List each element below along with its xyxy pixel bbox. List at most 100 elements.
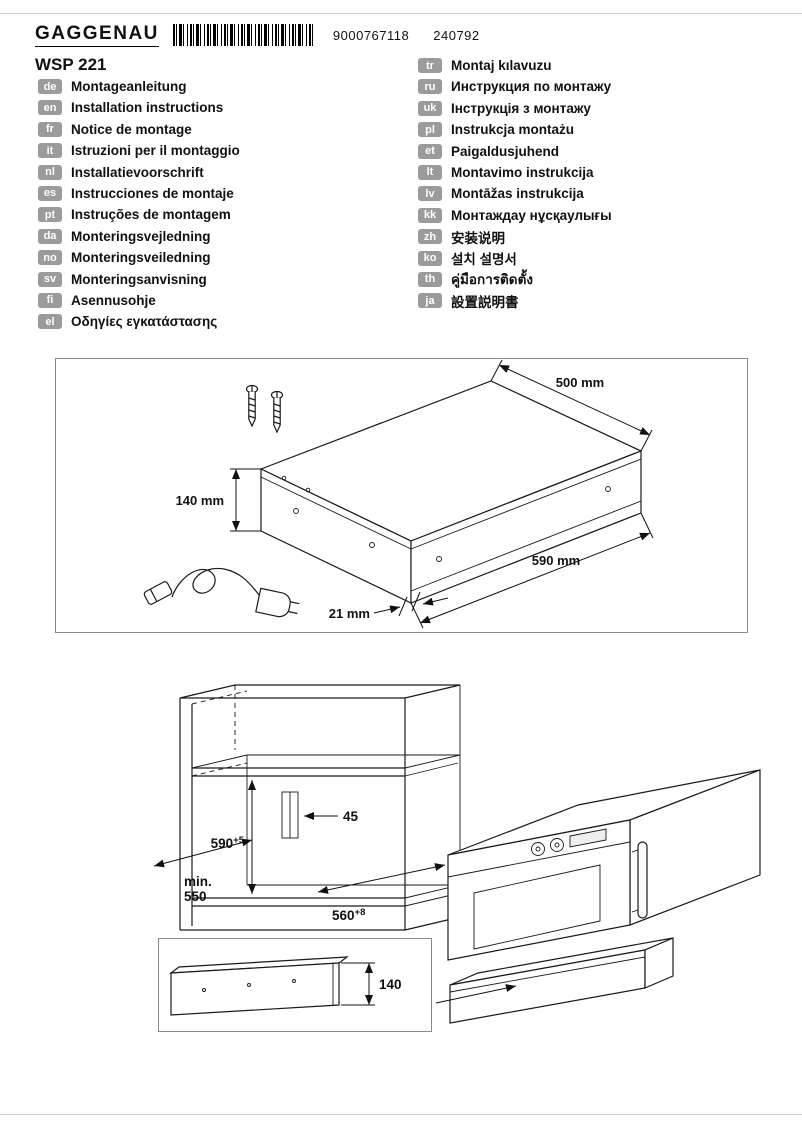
language-label: Instrukcja montażu [451,122,575,138]
language-code-badge: et [418,143,442,159]
language-code-badge: uk [418,100,442,116]
dim-unit-height-label: 140 [379,977,402,992]
language-code-badge: kk [418,207,442,223]
model-number: WSP 221 [35,55,107,74]
language-label: Instrucciones de montaje [71,185,234,201]
language-label: Paigaldusjuhend [451,143,560,159]
language-row: da Monteringsvejledning [38,228,240,244]
language-label: Installation instructions [71,100,224,116]
language-label: Monteringsvejledning [71,228,211,244]
language-row: nl Installatievoorschrift [38,164,240,180]
brand-logo: GAGGENAU [35,24,159,47]
language-row: it Istruzioni per il montaggio [38,143,240,159]
language-code-badge: nl [38,164,62,180]
language-code-badge: da [38,228,62,244]
language-code-badge: el [38,314,62,330]
language-label: Инструкция по монтажу [451,79,612,95]
inset-drawing: 140 [169,956,402,1016]
language-row: et Paigaldusjuhend [418,143,612,159]
barcode-icon [172,24,315,46]
language-row: pl Instrukcja montażu [418,122,612,138]
figure2-dimensions: 590+5 min. 550 45 560+8 [153,780,446,923]
language-label: 설치 설명서 [451,252,517,268]
language-code-badge: pt [38,207,62,223]
language-code-badge: it [38,143,62,159]
language-row: ko 설치 설명서 [418,250,612,268]
language-row: fr Notice de montage [38,121,240,137]
language-code-badge: sv [38,271,62,287]
language-code-badge: fi [38,292,62,308]
language-label: Montageanleitung [71,79,187,94]
screw-icon [270,390,284,434]
language-code-badge: tr [418,58,442,73]
figure1-frame: 500 mm 140 mm 590 mm 21 mm [55,358,748,633]
dim-width-label: 590 mm [532,553,580,568]
language-code-badge: no [38,250,62,266]
doc-code: 240792 [433,28,480,43]
dim-depth-label: 500 mm [556,375,604,390]
cabinet-drawing [179,684,461,931]
power-cord-icon [143,567,300,618]
language-code-badge: th [418,271,442,287]
inset-frame: 140 [158,938,432,1032]
language-row: fi Asennusohje [38,292,240,308]
language-label: Montaj kılavuzu [451,58,552,73]
document-numbers: 9000767118 240792 [333,28,480,43]
dim-min-depth-label: min. [184,874,212,889]
language-code-badge: fr [38,121,62,137]
language-label: Notice de montage [71,121,192,137]
language-list-left: de Montageanleitung en Installation instru… [38,79,240,330]
dim-niche-width-label: 560+8 [332,907,365,923]
language-code-badge: en [38,100,62,116]
language-code-badge: lv [418,186,442,202]
dim-height-label: 140 mm [176,493,224,508]
drawer-side-view [169,956,349,1016]
language-label: 安装说明 [451,230,505,246]
language-label: Montavimo instrukcija [451,164,594,180]
language-row: zh 安装说明 [418,229,612,246]
language-label: Montāžas instrukcija [451,186,584,202]
language-code-badge: pl [418,122,442,138]
language-label: Instruções de montagem [71,207,231,223]
language-code-badge: lt [418,164,442,180]
drawer-drawing [449,937,674,1024]
page-edge-top [0,13,802,14]
language-label: 設置説明書 [451,294,519,310]
language-row: th คู่มือการติดตั้ง [418,271,612,287]
language-row: el Οδηγίες εγκατάστασης [38,314,240,330]
dim-offset-label: 45 [343,809,359,824]
screw-icon [245,384,259,428]
language-label: Інструкція з монтажу [451,100,591,116]
figure2-drawing: 590+5 min. 550 45 560+8 [153,684,761,1024]
language-label: Οδηγίες εγκατάστασης [71,314,218,330]
inset-dimensions: 140 [341,962,402,1006]
header: GAGGENAU 9000767118 240792 [35,24,480,47]
language-row: lv Montāžas instrukcija [418,186,612,202]
figure1-dimensions: 500 mm 140 mm 590 mm 21 mm [176,359,654,629]
language-row: lt Montavimo instrukcija [418,164,612,180]
warming-drawer-drawing [259,380,643,604]
language-row: es Instrucciones de montaje [38,185,240,201]
language-row: pt Instruções de montagem [38,207,240,223]
language-label: คู่มือการติดตั้ง [451,272,533,288]
oven-drawing [447,769,761,961]
language-label: Asennusohje [71,292,156,308]
drawer-leader-arrow [435,984,517,1004]
language-code-badge: de [38,79,62,94]
language-label: Installatievoorschrift [71,164,204,180]
language-code-badge: es [38,185,62,201]
language-row: tr Montaj kılavuzu [418,58,612,73]
language-code-badge: zh [418,229,442,245]
doc-number: 9000767118 [332,28,410,43]
figure1-drawing: 500 mm 140 mm 590 mm 21 mm [143,359,654,629]
language-code-badge: ko [418,250,442,266]
dim-panel-label: 21 mm [329,606,370,621]
language-label: Istruzioni per il montaggio [71,143,240,159]
language-row: de Montageanleitung [38,79,240,94]
language-row: en Installation instructions [38,100,240,116]
